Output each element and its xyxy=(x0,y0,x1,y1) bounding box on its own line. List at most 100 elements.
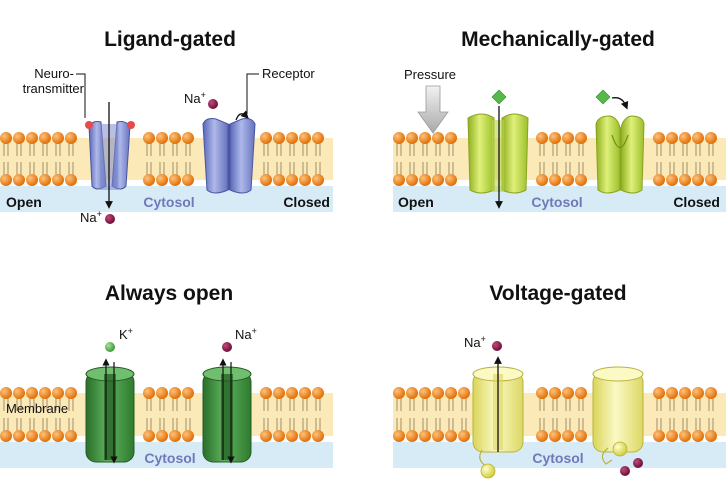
lipid-head xyxy=(549,174,561,186)
pressure-label: Pressure xyxy=(404,67,456,82)
lipid-head xyxy=(432,387,444,399)
lipid-head xyxy=(705,132,717,144)
lipid-head xyxy=(182,174,194,186)
receptor-label: Receptor xyxy=(262,66,315,81)
lipid-head xyxy=(260,132,272,144)
lipid-head xyxy=(432,430,444,442)
lipid-head xyxy=(0,430,12,442)
lipid-head xyxy=(52,132,64,144)
lipid-head xyxy=(432,132,444,144)
lipid-head xyxy=(312,430,324,442)
lipid-head xyxy=(445,174,457,186)
ligand-na-ion-bottom-label: Na+ xyxy=(80,209,102,225)
lipid-head xyxy=(679,387,691,399)
mechanically-gated-title: Mechanically-gated xyxy=(461,28,655,51)
lipid-head xyxy=(260,174,272,186)
membrane-label: Membrane xyxy=(6,401,68,416)
lipid-head xyxy=(549,430,561,442)
lipid-head xyxy=(445,387,457,399)
lipid-head xyxy=(260,430,272,442)
ligand-na-ion-top-label: Na+ xyxy=(184,90,206,106)
membranes xyxy=(0,132,726,468)
lipid-head xyxy=(536,430,548,442)
cytosol-label: Cytosol xyxy=(532,450,583,466)
lipid-tail-band xyxy=(0,138,333,180)
lipid-head xyxy=(458,387,470,399)
lipid-head xyxy=(13,132,25,144)
lipid-head xyxy=(273,174,285,186)
lipid-head xyxy=(312,174,324,186)
open-label: Open xyxy=(6,194,42,210)
lipid-head xyxy=(666,132,678,144)
lipid-tail-band xyxy=(393,138,726,180)
lipid-head xyxy=(143,132,155,144)
na-ion-label: Na+ xyxy=(464,334,486,350)
sodium-ion xyxy=(105,214,115,224)
lipid-head xyxy=(299,387,311,399)
cytosol-label: Cytosol xyxy=(144,450,195,466)
cytosol-label: Cytosol xyxy=(143,194,194,210)
lipid-head xyxy=(692,174,704,186)
lipid-head xyxy=(273,132,285,144)
lipid-head xyxy=(419,387,431,399)
voltage-channel-closed xyxy=(592,366,644,465)
lipid-head xyxy=(458,430,470,442)
pressure-sensor-dot xyxy=(491,89,507,105)
inactivation-ball xyxy=(480,463,496,479)
neurotransmitter-dot xyxy=(127,121,135,129)
neurotransmitter-label-2: transmitter xyxy=(23,81,85,96)
lipid-head xyxy=(143,174,155,186)
cytosol-band xyxy=(0,442,333,468)
lipid-head xyxy=(26,387,38,399)
lipid-head xyxy=(52,174,64,186)
sodium-ion xyxy=(633,458,643,468)
lipid-head xyxy=(169,174,181,186)
mechanical-channel-closed xyxy=(595,89,645,194)
ligand-gated-title: Ligand-gated xyxy=(104,28,236,51)
lipid-head xyxy=(156,430,168,442)
lipid-head xyxy=(156,132,168,144)
lipid-head xyxy=(692,430,704,442)
lipid-head xyxy=(13,430,25,442)
lipid-head xyxy=(653,430,665,442)
lipid-head xyxy=(299,132,311,144)
lipid-head xyxy=(182,132,194,144)
lipid-head xyxy=(549,132,561,144)
mechanical-channel-open xyxy=(467,89,529,194)
lipid-head xyxy=(679,174,691,186)
lipid-tail-band xyxy=(393,393,726,436)
lipid-head xyxy=(679,132,691,144)
lipid-head xyxy=(562,387,574,399)
lipid-head xyxy=(536,174,548,186)
lipid-head xyxy=(445,430,457,442)
lipid-head xyxy=(0,387,12,399)
lipid-head xyxy=(406,387,418,399)
lipid-head xyxy=(406,430,418,442)
lipid-head xyxy=(52,430,64,442)
lipid-head xyxy=(666,430,678,442)
lipid-head xyxy=(705,387,717,399)
lipid-head xyxy=(26,132,38,144)
lipid-head xyxy=(13,387,25,399)
lipid-head xyxy=(562,430,574,442)
lipid-head xyxy=(65,174,77,186)
sodium-leak-channel xyxy=(202,366,252,463)
cytosol-band xyxy=(393,186,726,212)
lipid-head xyxy=(286,387,298,399)
lipid-head xyxy=(692,387,704,399)
lipid-head xyxy=(445,132,457,144)
neurotransmitter-label-1: Neuro- xyxy=(34,66,74,81)
lipid-head xyxy=(393,387,405,399)
mechanically-gated-panel: Mechanically-gated Pressure Open Cytosol… xyxy=(398,28,720,210)
lipid-head xyxy=(666,174,678,186)
lipid-head xyxy=(419,132,431,144)
lipid-head xyxy=(679,430,691,442)
lipid-head xyxy=(169,132,181,144)
lipid-head xyxy=(286,430,298,442)
cytosol-label: Cytosol xyxy=(531,194,582,210)
lipid-head xyxy=(312,387,324,399)
closed-label: Closed xyxy=(673,194,720,210)
lipid-head xyxy=(26,430,38,442)
open-label: Open xyxy=(398,194,434,210)
